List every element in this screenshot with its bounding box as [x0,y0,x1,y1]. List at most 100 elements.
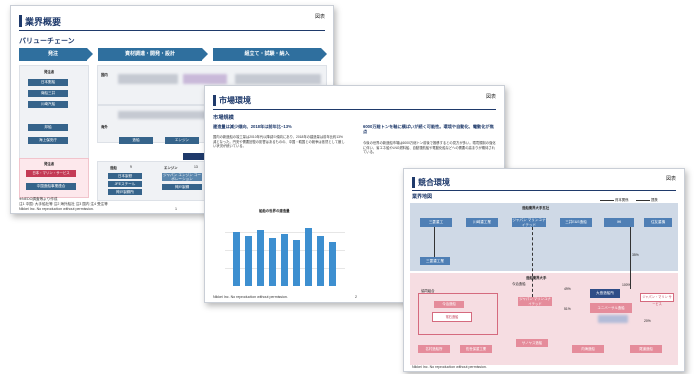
legend-note-2: 注1 中国: 大手船社等 注2 海外船社 注3 国内 注4 受注等 [19,202,108,206]
center-item: ジャパン マリンユナイテッド [518,297,552,306]
buyer-item: 邦船 [28,124,68,131]
col1-text: 国内の新造船の竣工量は2010年代以降減少傾向にあり、2018年の建造量は前年比… [213,135,345,149]
blurred-logos [118,111,218,119]
slide-subtitle: バリューチェーン [19,38,75,45]
chart-bar [269,238,276,286]
company-box: IHI [604,218,634,227]
buyer-item: 海上保安庁 [28,137,68,144]
overseas-item: エンジン [165,137,199,144]
bottom-company: 佐世保重工業 [460,345,492,353]
material-item: 神戸製鋼所 [108,189,142,195]
bottom-company: サノヤス造船 [516,339,548,347]
mid-group-title: 造船業界大手 [526,276,547,280]
engine-count: 13 [194,165,198,169]
chart-bar [293,240,300,286]
section-title: 業界地図 [412,194,433,200]
copyright: Nikkei Inc. No reproduction without perm… [412,365,487,369]
coop-item: 常石造船 [432,312,472,322]
lower-item: 日本・マリン・サービス [26,170,76,177]
stage-assembly: 組立て・試験・納入 [213,48,327,61]
buyer-item: 日本郵船 [28,79,68,86]
right-company: ユニバーサル造船 [590,303,632,313]
buyer-item: 商船三井 [28,90,68,97]
chart-bar [233,232,240,286]
legend-alliance-label: 提携 [650,198,658,202]
lower-buyers-title: 発注者 [44,162,55,166]
chart-bar [257,230,264,286]
left-company-box: 三菱重工業 [420,257,450,265]
engine-item: ジャパン エンジン コーポレーション [162,173,202,181]
pct-label: 35% [632,253,639,257]
engine-item: 神戸製鋼 [162,184,202,190]
chart-bar [245,236,252,286]
chart-bar [305,228,312,286]
slide-competitive-environment[interactable]: 競合環境 図表 業界地図 資本関係 提携 造船業界大手五社 三菱重工 川崎重工業… [403,168,685,372]
col1-heading: 建造量は減少傾向、2018年は前年比−13% [213,124,292,129]
lower-item: 中国造船事業連合 [26,183,76,190]
legend-capital: 資本関係 [600,197,629,202]
bottom-company: 尾道造船 [630,345,662,353]
pct-label: 49% [564,287,571,291]
material-item: JFEスチール [108,181,142,187]
overseas-item: 造船 [119,137,153,144]
figure-label: 図表 [665,176,676,182]
stage-procurement: 資材調達・開発・設計 [98,48,208,61]
buyers-panel: 発注者 日本郵船 商船三井 川崎汽船 邦船 海上保安庁 [19,65,89,159]
title-accent [213,95,216,106]
coop-item: 今治造船 [434,301,464,308]
materials-count: 9 [130,165,132,169]
company-box: 川崎重工業 [466,218,498,227]
col2-text: 今後の世界の新造船市場は6000万総トン前後で推移するとの見方が多い。環境規制の… [363,141,496,155]
cooperative-title: 協同組合 [421,289,435,293]
legend-alliance: 提携 [636,197,658,202]
stage-order: 発注 [19,48,93,61]
slide-title: 市場環境 [219,96,251,105]
materials-panel: 造船 9 日本製鉄 JFEスチール 神戸製鋼所 エンジン 13 ジャパン エンジ… [97,161,219,201]
page-number: 1 [175,207,177,211]
blurred-logos [183,74,227,84]
company-box: 三井E&S造船 [560,218,592,227]
copyright: Nikkei Inc. No reproduction without perm… [19,207,94,211]
chart-title: 船舶の世界の建造量 [259,209,290,213]
slide-title: 競合環境 [418,178,450,187]
slide-title: 業界概要 [25,17,62,27]
pct-label: 100% [622,283,631,287]
right-company: ジャパン・マリン サービス [640,293,674,306]
chart-bar [329,242,336,286]
section-title: 市場規模 [213,115,234,121]
col2-heading: 6000万総トンを軸に横ばいが続く可能性。環境や自動化、電動化が焦点 [363,124,494,135]
arrow-line-icon [636,199,650,201]
lower-buyers-panel: 発注者 日本・マリン・サービス 中国造船事業連合 [19,158,89,198]
title-rule [19,30,325,31]
connector-line [434,227,435,257]
buyers-title: 発注者 [44,70,55,74]
top-group-title: 造船業界大手五社 [522,206,550,210]
copyright: Nikkei Inc. No reproduction without perm… [213,295,288,299]
chart-bar [281,234,288,286]
chart-area [225,214,345,290]
connector-line [630,227,631,289]
materials-title: 造船 [110,166,117,170]
company-box: 三菱重工 [420,218,452,227]
solid-line-icon [600,199,614,201]
bottom-company: 内海造船 [572,345,604,353]
gridline [225,232,345,233]
title-accent [19,15,22,27]
blurred-logo [598,315,628,323]
mid-group-sub: 今治造船 [512,282,526,286]
company-box: ジャパン マリンユナイテッド [512,218,546,227]
pct-label: 20% [644,319,651,323]
connector-line [532,227,534,297]
lane-label-overseas: 海外 [101,125,108,129]
blurred-logos [118,74,178,84]
buyer-item: 川崎汽船 [28,101,68,108]
bottom-company: 名村造船所 [418,345,450,353]
legend-capital-label: 資本関係 [614,198,629,202]
company-box: 住友重機 [644,218,672,227]
blurred-logos [235,74,321,84]
top-group-zone [410,203,678,271]
pct-label: 51% [564,307,571,311]
cooperative-frame: 協同組合 [418,289,498,335]
title-rule [213,109,496,110]
title-accent [412,177,415,188]
